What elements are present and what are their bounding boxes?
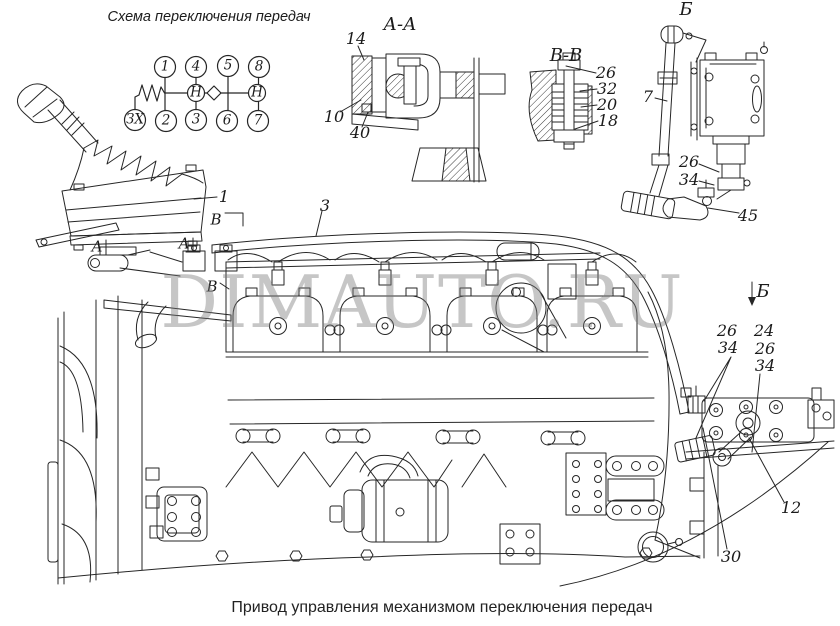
part-callout-10: 10 <box>323 107 345 126</box>
gear-position-ЗХ: ЗХ <box>125 111 145 128</box>
section-b-b-detail <box>528 52 599 150</box>
part-callout-40: 40 <box>349 123 371 142</box>
section-label-В: В <box>206 277 218 296</box>
part-callout-26: 26 <box>754 339 776 358</box>
section-label-В: В <box>210 210 222 229</box>
part-callout-32: 32 <box>596 79 618 98</box>
part-callout-14: 14 <box>345 29 367 48</box>
gear-position-8: 8 <box>254 58 264 75</box>
shift-mechanism-detail <box>674 385 835 467</box>
part-callout-26: 26 <box>595 63 617 82</box>
section-label-А: А <box>178 234 190 253</box>
part-callout-45: 45 <box>737 206 759 225</box>
part-callout-7: 7 <box>642 87 654 106</box>
view-b-top-detail <box>620 25 768 221</box>
gear-position-7: 7 <box>253 112 263 129</box>
part-callout-34: 34 <box>678 170 700 189</box>
engine-side-view <box>47 242 829 587</box>
gear-position-6: 6 <box>222 112 232 129</box>
section-marks <box>98 212 244 290</box>
view-label-В-В: В-В <box>549 45 583 66</box>
section-a-a-detail <box>351 53 506 183</box>
part-callout-24: 24 <box>753 321 775 340</box>
view-label-Б: Б <box>756 281 770 302</box>
gear-position-1: 1 <box>160 58 170 75</box>
shift-scheme-title: Схема переключения передач <box>107 9 311 25</box>
part-callout-1: 1 <box>218 187 230 206</box>
part-callout-26: 26 <box>678 152 700 171</box>
gear-position-2: 2 <box>161 112 171 129</box>
gear-lever <box>17 83 238 277</box>
gear-position-5: 5 <box>223 57 233 74</box>
view-label-Б: Б <box>679 0 693 20</box>
drawing-caption: Привод управления механизмом переключени… <box>231 599 653 616</box>
gear-position-4: 4 <box>191 58 201 75</box>
leader-lines <box>193 45 785 550</box>
part-callout-20: 20 <box>596 95 618 114</box>
view-label-А-А: А-А <box>383 14 417 35</box>
section-label-А: А <box>91 237 103 256</box>
gear-position-Н: Н <box>190 84 202 101</box>
part-callout-34: 34 <box>754 356 776 375</box>
part-callout-12: 12 <box>780 498 802 517</box>
gear-position-3: 3 <box>191 111 201 128</box>
control-rod <box>211 231 690 415</box>
part-callout-26: 26 <box>716 321 738 340</box>
shift-scheme-lines <box>123 54 271 133</box>
gear-position-Н: Н <box>251 84 263 101</box>
part-callout-18: 18 <box>597 111 619 130</box>
part-callout-34: 34 <box>717 338 739 357</box>
part-callout-30: 30 <box>720 547 742 566</box>
part-callout-3: 3 <box>319 196 331 215</box>
